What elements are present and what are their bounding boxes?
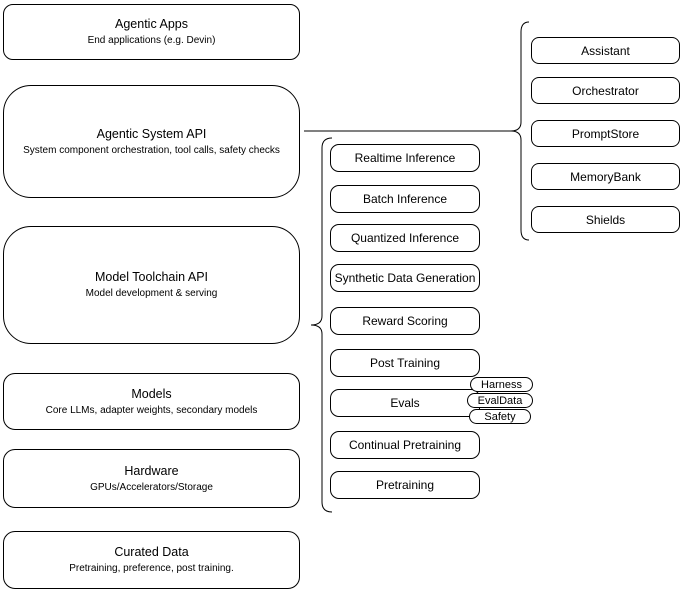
node-subtitle: Pretraining, preference, post training. — [69, 563, 234, 574]
node-subtitle: End applications (e.g. Devin) — [87, 35, 216, 46]
node-hardware: Hardware GPUs/Accelerators/Storage — [3, 449, 300, 508]
node-title: Models — [131, 386, 172, 401]
node-pretraining: Pretraining — [330, 471, 480, 499]
node-assistant: Assistant — [531, 37, 680, 64]
node-subtitle: GPUs/Accelerators/Storage — [90, 481, 213, 493]
node-title: Agentic Apps — [115, 17, 188, 31]
node-subtitle: System component orchestration, tool cal… — [23, 144, 280, 156]
agentic-group-brace — [510, 21, 530, 241]
node-quantized-inference: Quantized Inference — [330, 224, 480, 252]
node-label: EvalData — [477, 394, 523, 407]
node-memorybank: MemoryBank — [531, 163, 680, 190]
node-promptstore: PromptStore — [531, 120, 680, 147]
node-models: Models Core LLMs, adapter weights, secon… — [3, 373, 300, 430]
node-curated-data: Curated Data Pretraining, preference, po… — [3, 531, 300, 589]
node-label: Pretraining — [375, 478, 435, 492]
node-reward-scoring: Reward Scoring — [330, 307, 480, 335]
toolchain-group-brace — [310, 137, 333, 513]
node-evals-evaldata: EvalData — [467, 393, 533, 408]
node-label: Reward Scoring — [362, 314, 448, 328]
node-label: Harness — [481, 378, 522, 391]
node-title: Hardware — [124, 463, 179, 478]
node-subtitle: Core LLMs, adapter weights, secondary mo… — [45, 404, 258, 416]
node-subtitle: Model development & serving — [85, 288, 218, 299]
node-title: Model Toolchain API — [94, 270, 209, 284]
node-label: Post Training — [369, 356, 441, 370]
node-continual-pretraining: Continual Pretraining — [330, 431, 480, 459]
node-evals-harness: Harness — [470, 377, 533, 392]
node-synthetic-data-generation: Synthetic Data Generation — [330, 264, 480, 292]
node-shields: Shields — [531, 206, 680, 233]
node-model-toolchain-api: Model Toolchain API Model development & … — [3, 226, 300, 344]
node-orchestrator: Orchestrator — [531, 77, 680, 104]
node-label: PromptStore — [571, 126, 640, 141]
node-label: Quantized Inference — [350, 231, 460, 245]
node-batch-inference: Batch Inference — [330, 185, 480, 213]
node-agentic-system-api: Agentic System API System component orch… — [3, 85, 300, 198]
node-evals-safety: Safety — [469, 409, 531, 424]
node-agentic-apps: Agentic Apps End applications (e.g. Devi… — [3, 4, 300, 60]
node-label: Assistant — [581, 43, 630, 58]
node-title: Agentic System API — [96, 126, 207, 141]
node-label: Continual Pretraining — [348, 438, 462, 452]
node-title: Curated Data — [114, 545, 189, 559]
node-evals: Evals — [330, 389, 480, 417]
node-label: Orchestrator — [572, 83, 639, 98]
node-label: Realtime Inference — [354, 151, 456, 165]
node-post-training: Post Training — [330, 349, 480, 377]
node-label: Shields — [585, 212, 626, 227]
node-label: MemoryBank — [570, 169, 641, 184]
node-label: Batch Inference — [362, 192, 448, 206]
node-realtime-inference: Realtime Inference — [330, 144, 480, 172]
node-label: Evals — [390, 396, 420, 410]
node-label: Synthetic Data Generation — [334, 271, 476, 285]
node-label: Safety — [484, 410, 516, 423]
